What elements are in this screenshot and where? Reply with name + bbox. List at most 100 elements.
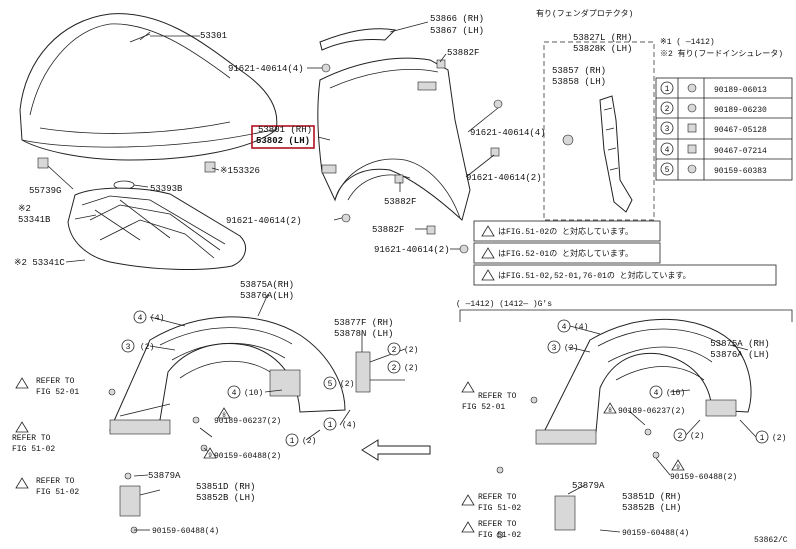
label-seal-lh: 53858 (LH) [552, 77, 606, 87]
callout-qty: (2) [564, 344, 578, 353]
warning-triangle-icon [461, 381, 475, 393]
note-text: はFIG.51-02,52-01,76-01の と対応しています。 [498, 270, 691, 281]
left-liner-drawing [108, 316, 371, 534]
warning-triangle-icon [481, 247, 495, 259]
warning-triangle-icon [461, 521, 475, 533]
callout-number: 4 [562, 323, 567, 332]
label-r-60488-4: 90159-60488(4) [622, 529, 689, 538]
notes-frame [473, 220, 777, 286]
hood-clip [37, 157, 216, 190]
label-jp-protector: 有り(フェンダプロテクタ) [536, 8, 633, 19]
label-ins-lh: 53828K (LH) [573, 44, 632, 54]
label-note1: ※1 ( ―1412) [660, 38, 715, 47]
table-row-part: 90189-06013 [714, 86, 767, 95]
label-r-53879a: 53879A [572, 481, 605, 491]
label-53882f-low: 53882F [384, 197, 416, 207]
top-leaders [47, 21, 499, 263]
label-r-refer-51d: FIG 51-02 [478, 531, 521, 540]
label-hood-bumper: 55739G [29, 186, 61, 196]
callout-number: 3 [126, 343, 131, 352]
callout-qty: (10) [666, 389, 685, 398]
label-hood-ins-note: ※2 [18, 204, 31, 214]
callout-number: 9 [208, 452, 212, 459]
table-row-no: 1 [665, 85, 670, 94]
callout-qty: (2) [772, 434, 786, 443]
label-hood-insulator: 53341B [18, 215, 51, 225]
label-ins-rh: 53827L (RH) [573, 33, 632, 43]
callout-number: 9 [676, 464, 680, 471]
label-r-53851d: 53851D (RH) [622, 492, 681, 502]
label-protector-lh: 53867 (LH) [430, 26, 484, 36]
fender-drawing [317, 57, 471, 221]
label-hood: 53301 [200, 31, 227, 41]
label-refer-52b: FIG 52-01 [36, 388, 79, 397]
table-row-no: 5 [665, 166, 670, 175]
label-r-53852b: 53852B (LH) [622, 503, 681, 513]
label-53851d: 53851D (RH) [196, 482, 255, 492]
table-row-no: 2 [665, 105, 670, 114]
label-bolt-mid2: 91621-40614(2) [466, 173, 542, 183]
label-liner-r-rh: 53875A (RH) [710, 339, 769, 349]
label-liner-sub-lh: 53878N (LH) [334, 329, 393, 339]
callout-triangle-icon [203, 447, 217, 459]
callout-triangle-icon [217, 407, 231, 419]
label-53882f-b: 53882F [372, 225, 404, 235]
figure-code: 53862/C [754, 536, 788, 545]
table-row-part: 90189-06230 [714, 106, 767, 115]
label-refer-51: REFER TO [12, 434, 51, 443]
notes: はFIG.51-02の と対応しています。 はFIG.52-01の と対応してい… [481, 225, 691, 281]
label-bolt-mid1: 91621-40614(4) [470, 128, 546, 138]
label-clip-153326: ※153326 [220, 166, 260, 176]
callout-qty: (4) [574, 323, 588, 332]
note-text: はFIG.52-01の と対応しています。 [498, 248, 633, 259]
label-bolt-bottom: 91621-40614(2) [226, 216, 302, 226]
warning-triangle-icon [15, 477, 29, 489]
label-53852b: 53852B (LH) [196, 493, 255, 503]
callout-qty: (4) [150, 314, 164, 323]
hood-drawing [19, 13, 278, 161]
label-refer-51d: FIG 51-02 [36, 488, 79, 497]
warning-triangle-icon [15, 421, 29, 433]
label-60488-4: 90159-60488(4) [152, 527, 219, 536]
callout-qty: (2) [404, 364, 418, 373]
label-r-60488: 90159-60488(2) [670, 473, 737, 482]
table-row-part: 90467-05128 [714, 126, 767, 135]
callout-triangle-icon [603, 402, 617, 414]
callout-qty: (2) [340, 380, 354, 389]
label-note2: ※2 有り(フードインシュレータ) [660, 48, 783, 59]
callout-number: 8 [222, 412, 226, 419]
warning-triangle-icon [481, 225, 495, 237]
callout-number: 1 [290, 437, 295, 446]
label-bolt-left: 91621-40614(4) [228, 64, 304, 74]
callout-number: 3 [552, 344, 557, 353]
callout-number: 4 [138, 314, 143, 323]
callout-qty: (2) [302, 437, 316, 446]
direction-arrow [361, 439, 431, 461]
right-liner-drawing [496, 318, 752, 539]
fender-seal-drawing [562, 95, 633, 213]
label-53879a: 53879A [148, 471, 181, 481]
callout-number: 1 [760, 434, 765, 443]
label-53882f-top: 53882F [447, 48, 479, 58]
label-r-refer-51: REFER TO [478, 493, 517, 502]
label-right-header: ( ―1412) (1412― )G's [456, 300, 552, 309]
label-refer-52: REFER TO [36, 377, 75, 386]
callout-number: 1 [328, 421, 333, 430]
label-r-refer-51c: REFER TO [478, 520, 517, 529]
label-refer-51b: FIG 51-02 [12, 445, 55, 454]
callout-qty: (10) [244, 389, 263, 398]
callout-number: 2 [678, 432, 683, 441]
callout-number: 2 [392, 364, 397, 373]
warning-triangle-icon [481, 269, 495, 281]
callout-number: 5 [328, 380, 333, 389]
callout-number: 8 [608, 407, 612, 414]
left-leaders [133, 293, 406, 531]
label-hood-clip: 53393B [150, 184, 183, 194]
right-leaders [567, 325, 757, 533]
warning-triangle-icon [461, 494, 475, 506]
callouts-right: 4 (4) 3 (2) 4 (10) 8 2 (2) 1 (2) 9 [461, 319, 786, 533]
hood-insulator-drawing [67, 187, 247, 270]
label-liner-sub-rh: 53877F (RH) [334, 318, 393, 328]
label-hood-ins-c: ※2 53341C [14, 258, 65, 268]
